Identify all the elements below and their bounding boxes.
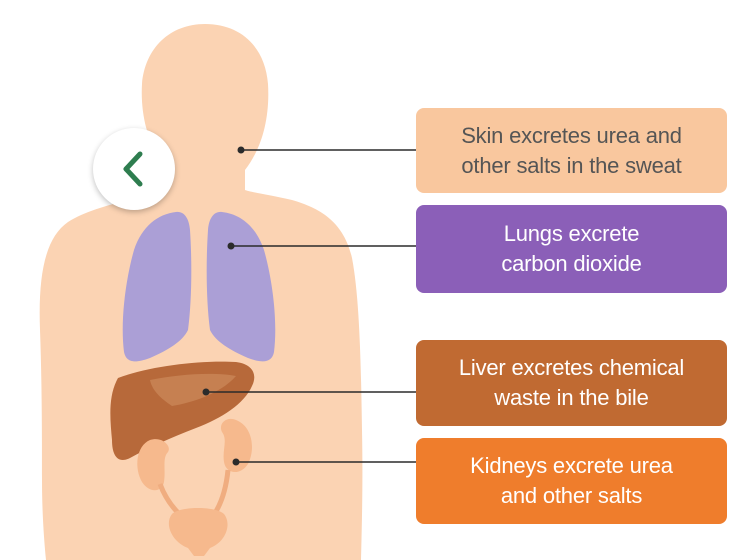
lungs-label-box: Lungs excrete carbon dioxide [416, 205, 727, 293]
skin-label-box: Skin excretes urea and other salts in th… [416, 108, 727, 193]
lungs-label: Lungs excrete carbon dioxide [501, 219, 641, 278]
lungs-leader-dot [228, 243, 235, 250]
kidneys-label-box: Kidneys excrete urea and other salts [416, 438, 727, 524]
liver-leader-dot [203, 389, 210, 396]
back-button[interactable] [93, 128, 175, 210]
skin-label: Skin excretes urea and other salts in th… [461, 121, 682, 180]
skin-leader-dot [238, 147, 245, 154]
liver-label-box: Liver excretes chemical waste in the bil… [416, 340, 727, 426]
body-silhouette [40, 24, 363, 560]
chevron-left-icon [93, 128, 175, 210]
kidneys-leader-dot [233, 459, 240, 466]
liver-label: Liver excretes chemical waste in the bil… [459, 353, 684, 412]
kidneys-label: Kidneys excrete urea and other salts [470, 451, 673, 510]
